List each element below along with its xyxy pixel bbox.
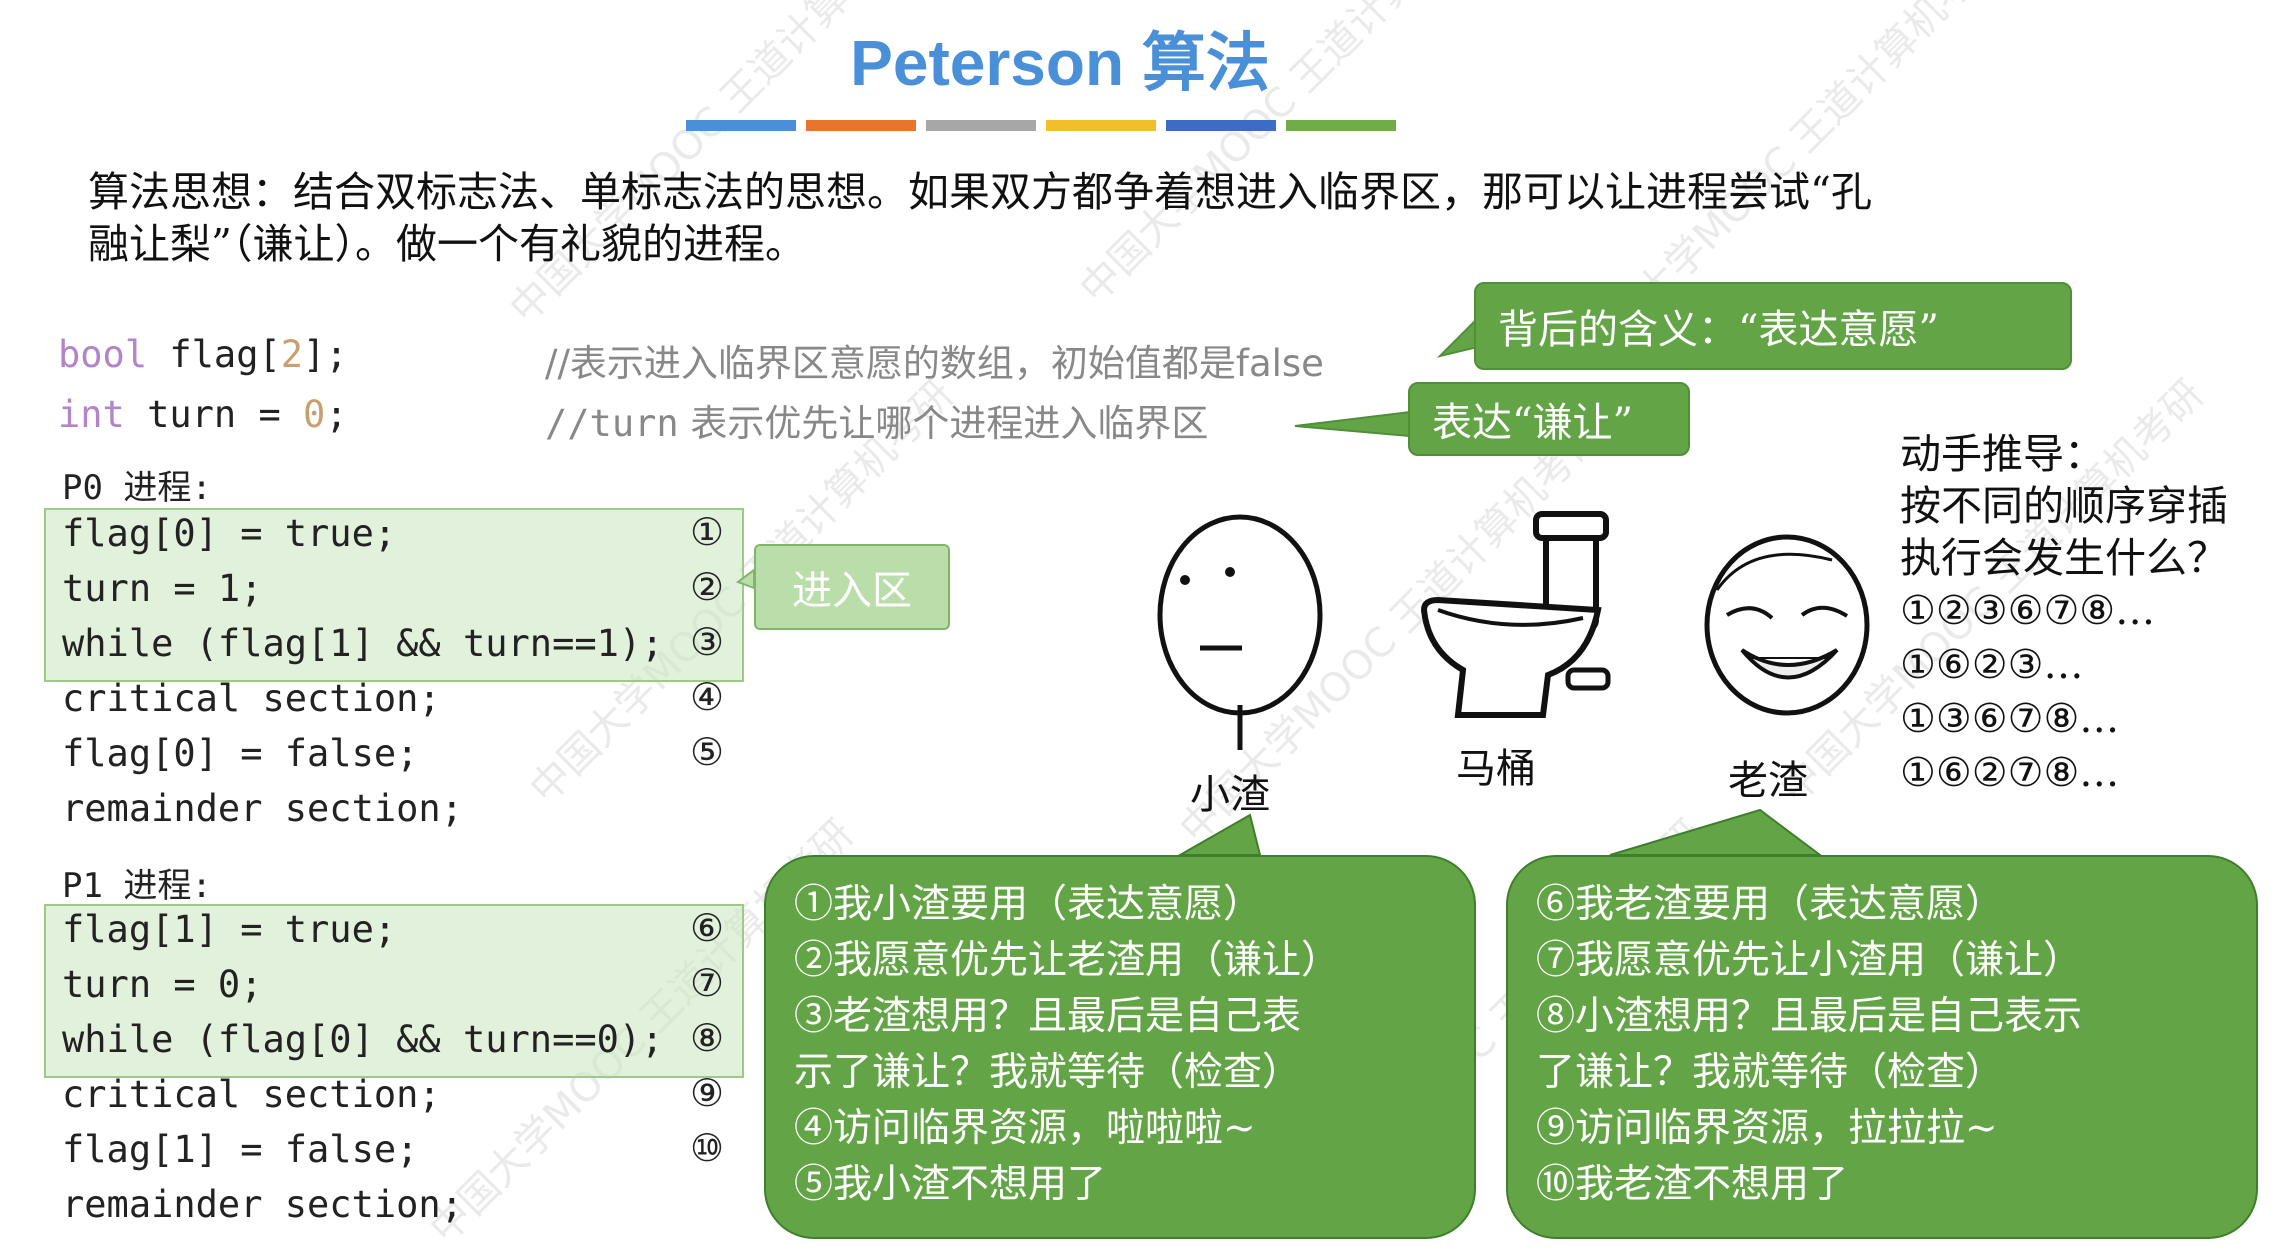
type-keyword: bool: [58, 333, 148, 376]
underline-segment: [806, 120, 916, 131]
code-line: critical section;: [62, 677, 441, 720]
bubble-line: ⑨访问临界资源，拉拉拉~: [1536, 1106, 1998, 1151]
entry-region-callout: 进入区: [754, 544, 950, 630]
laozha-face-icon: [1704, 534, 1870, 716]
derive-title: 动手推导：: [1900, 430, 2105, 478]
bubble-line: ⑥我老渣要用（表达意愿）: [1536, 882, 2005, 927]
p0-entry-region: [44, 508, 744, 682]
code-line: critical section;: [62, 1073, 441, 1116]
comment-text: //turn: [545, 402, 679, 445]
bubble-line: ⑧小渣想用？且最后是自己表示: [1536, 994, 2083, 1039]
bubble-line: ④访问临界资源，啦啦啦~: [794, 1106, 1256, 1151]
step-marker: ①: [690, 510, 725, 554]
code-line: turn = 1;: [62, 567, 263, 610]
step-marker: ⑥: [690, 906, 725, 950]
code-decl-turn: int turn = 0;: [58, 393, 348, 436]
title-underline: [686, 120, 1396, 131]
step-marker: ⑩: [690, 1126, 725, 1170]
code-line: flag[1] = true;: [62, 908, 397, 951]
code-line: remainder section;: [62, 1183, 463, 1226]
meaning-callout: 背后的含义：“表达意愿”: [1474, 282, 2072, 370]
character-label-laozha: 老渣: [1728, 758, 1808, 804]
step-marker: ②: [690, 565, 725, 609]
code-line: flag[0] = true;: [62, 512, 397, 555]
right-bubble-pointer: [1609, 808, 1823, 856]
step-marker: ⑦: [690, 961, 725, 1005]
entry-pointer: [735, 568, 755, 590]
code-comment-flag: //表示进入临界区意愿的数组，初始值都是false: [545, 333, 1324, 387]
underline-segment: [1166, 120, 1276, 131]
code-comment-turn: //turn 表示优先让哪个进程进入临界区: [545, 393, 1208, 447]
bubble-line: 了谦让？我就等待（检查）: [1536, 1050, 2005, 1095]
sequence-item: ①⑥②③…: [1900, 642, 2084, 688]
xiaozha-face-icon: [1157, 514, 1323, 750]
step-marker: ⑧: [690, 1016, 725, 1060]
xiaozha-speech-bubble: ①我小渣要用（表达意愿） ②我愿意优先让老渣用（谦让） ③老渣想用？且最后是自己…: [764, 855, 1476, 1239]
intro-line: 算法思想：结合双标志法、单标志法的思想。如果双方都争着想进入临界区，那可以让进程…: [88, 168, 1872, 216]
step-marker: ④: [690, 675, 725, 719]
step-marker: ③: [690, 620, 725, 664]
underline-segment: [926, 120, 1036, 131]
laozha-speech-bubble: ⑥我老渣要用（表达意愿） ⑦我愿意优先让小渣用（谦让） ⑧小渣想用？且最后是自己…: [1506, 855, 2258, 1239]
code-line: remainder section;: [62, 787, 463, 830]
p1-entry-region: [44, 904, 744, 1078]
derive-question: 按不同的顺序穿插: [1900, 482, 2228, 530]
underline-segment: [1286, 120, 1396, 131]
step-marker: ⑨: [690, 1071, 725, 1115]
p1-label: P1 进程:: [62, 866, 212, 906]
number-literal: 0: [303, 393, 326, 436]
sequence-item: ①⑥②⑦⑧…: [1900, 750, 2120, 796]
sequence-item: ①②③⑥⑦⑧…: [1900, 588, 2156, 634]
bubble-line: ⑦我愿意优先让小渣用（谦让）: [1536, 938, 2083, 983]
code-text: flag[: [147, 333, 281, 376]
character-label-xiaozha: 小渣: [1190, 772, 1270, 818]
derive-question: 执行会发生什么？: [1900, 534, 2228, 582]
algorithm-idea: 算法思想：结合双标志法、单标志法的思想。如果双方都争着想进入临界区，那可以让进程…: [88, 166, 2138, 270]
bubble-line: ③老渣想用？且最后是自己表: [794, 994, 1302, 1039]
bubble-line: ⑩我老渣不想用了: [1536, 1162, 1849, 1207]
yield-pointer: [1294, 410, 1411, 438]
code-text: ];: [303, 333, 348, 376]
code-line: turn = 0;: [62, 963, 263, 1006]
underline-segment: [1046, 120, 1156, 131]
code-decl-flag: bool flag[2];: [58, 333, 348, 376]
intro-line: 融让梨”（谦让）。做一个有礼貌的进程。: [88, 220, 806, 268]
step-marker: ⑤: [690, 730, 725, 774]
page-title: Peterson 算法: [850, 27, 1270, 99]
bubble-line: 示了谦让？我就等待（检查）: [794, 1050, 1302, 1095]
left-bubble-pointer: [1176, 813, 1262, 856]
toilet-icon: [1420, 511, 1611, 718]
sequence-item: ①③⑥⑦⑧…: [1900, 696, 2120, 742]
yield-callout: 表达“谦让”: [1408, 382, 1690, 456]
type-keyword: int: [58, 393, 125, 436]
character-label-toilet: 马桶: [1456, 746, 1536, 792]
p0-label: P0 进程:: [62, 468, 212, 508]
derivation-prompt: 动手推导： 按不同的顺序穿插 执行会发生什么？ ①②③⑥⑦⑧… ①⑥②③… ①③…: [1900, 428, 2228, 800]
bubble-line: ①我小渣要用（表达意愿）: [794, 882, 1263, 927]
code-line: while (flag[0] && turn==0);: [62, 1018, 664, 1061]
code-line: flag[1] = false;: [62, 1128, 419, 1171]
code-text: ;: [325, 393, 348, 436]
comment-text: 表示优先让哪个进程进入临界区: [678, 402, 1209, 445]
underline-segment: [686, 120, 796, 131]
code-text: turn =: [124, 393, 304, 436]
code-line: flag[0] = false;: [62, 732, 419, 775]
bubble-line: ⑤我小渣不想用了: [794, 1162, 1107, 1207]
bubble-line: ②我愿意优先让老渣用（谦让）: [794, 938, 1341, 983]
comment-text: //表示进入临界区意愿的数组，初始值都是false: [545, 342, 1324, 385]
number-literal: 2: [280, 333, 304, 376]
code-line: while (flag[1] && turn==1);: [62, 622, 664, 665]
